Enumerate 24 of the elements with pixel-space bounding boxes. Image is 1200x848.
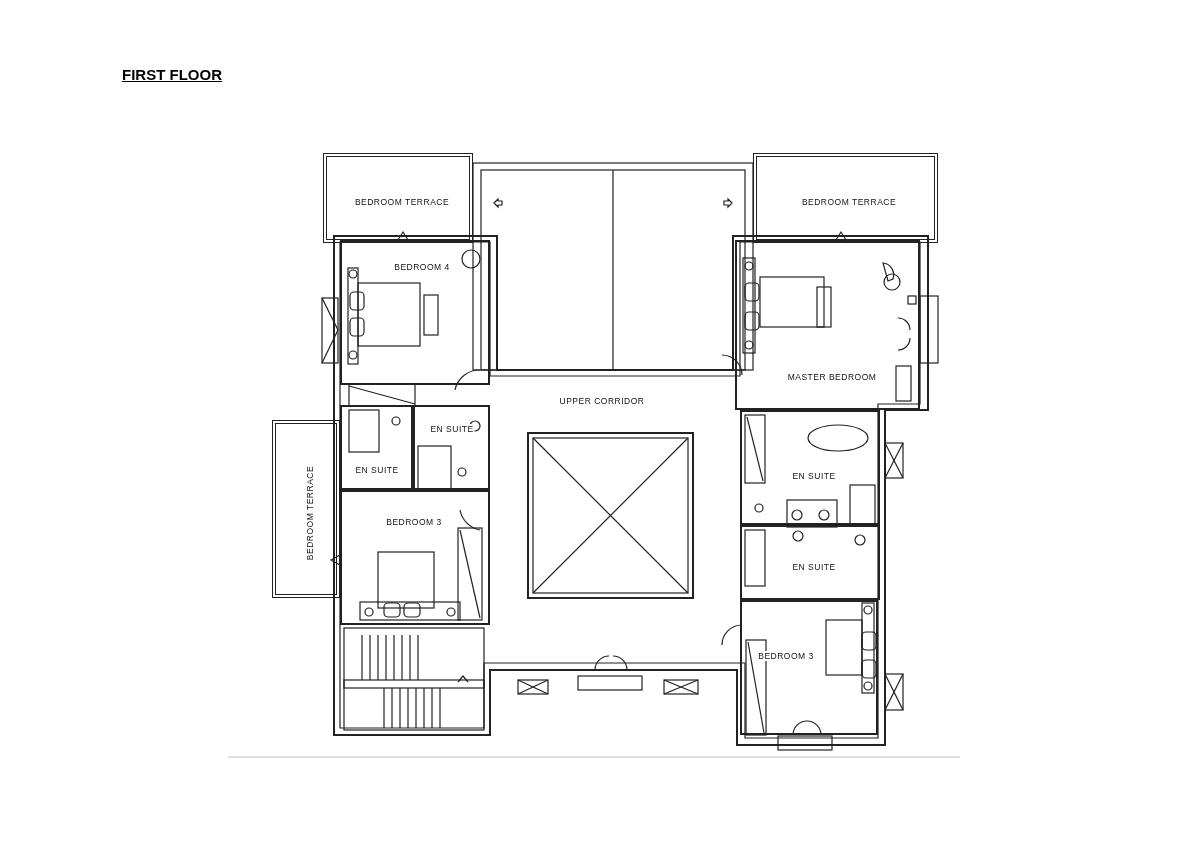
room-label: BEDROOM TERRACE	[800, 197, 898, 207]
room-area	[740, 525, 880, 600]
terrace-area	[753, 153, 938, 243]
room-label: BEDROOM TERRACE	[305, 464, 315, 562]
room-label: UPPER CORRIDOR	[558, 396, 646, 406]
room-label: BEDROOM 4	[393, 262, 451, 272]
room-label: EN SUITE	[354, 465, 400, 475]
room-label: BEDROOM TERRACE	[353, 197, 451, 207]
room-label: EN SUITE	[791, 562, 837, 572]
room-label: MASTER BEDROOM	[786, 372, 878, 382]
room-label: BEDROOM 3	[385, 517, 443, 527]
room-area	[735, 240, 920, 410]
room-area	[340, 490, 490, 625]
terrace-area	[272, 420, 340, 598]
room-label: BEDROOM 3	[757, 651, 815, 661]
room-area	[740, 600, 878, 735]
terrace-area	[323, 153, 473, 243]
room-area	[340, 240, 490, 385]
room-label: EN SUITE	[429, 424, 475, 434]
room-area	[740, 410, 880, 525]
room-area	[340, 405, 413, 490]
room-area	[413, 405, 490, 490]
room-label: EN SUITE	[791, 471, 837, 481]
plan-title: FIRST FLOOR	[122, 66, 222, 83]
